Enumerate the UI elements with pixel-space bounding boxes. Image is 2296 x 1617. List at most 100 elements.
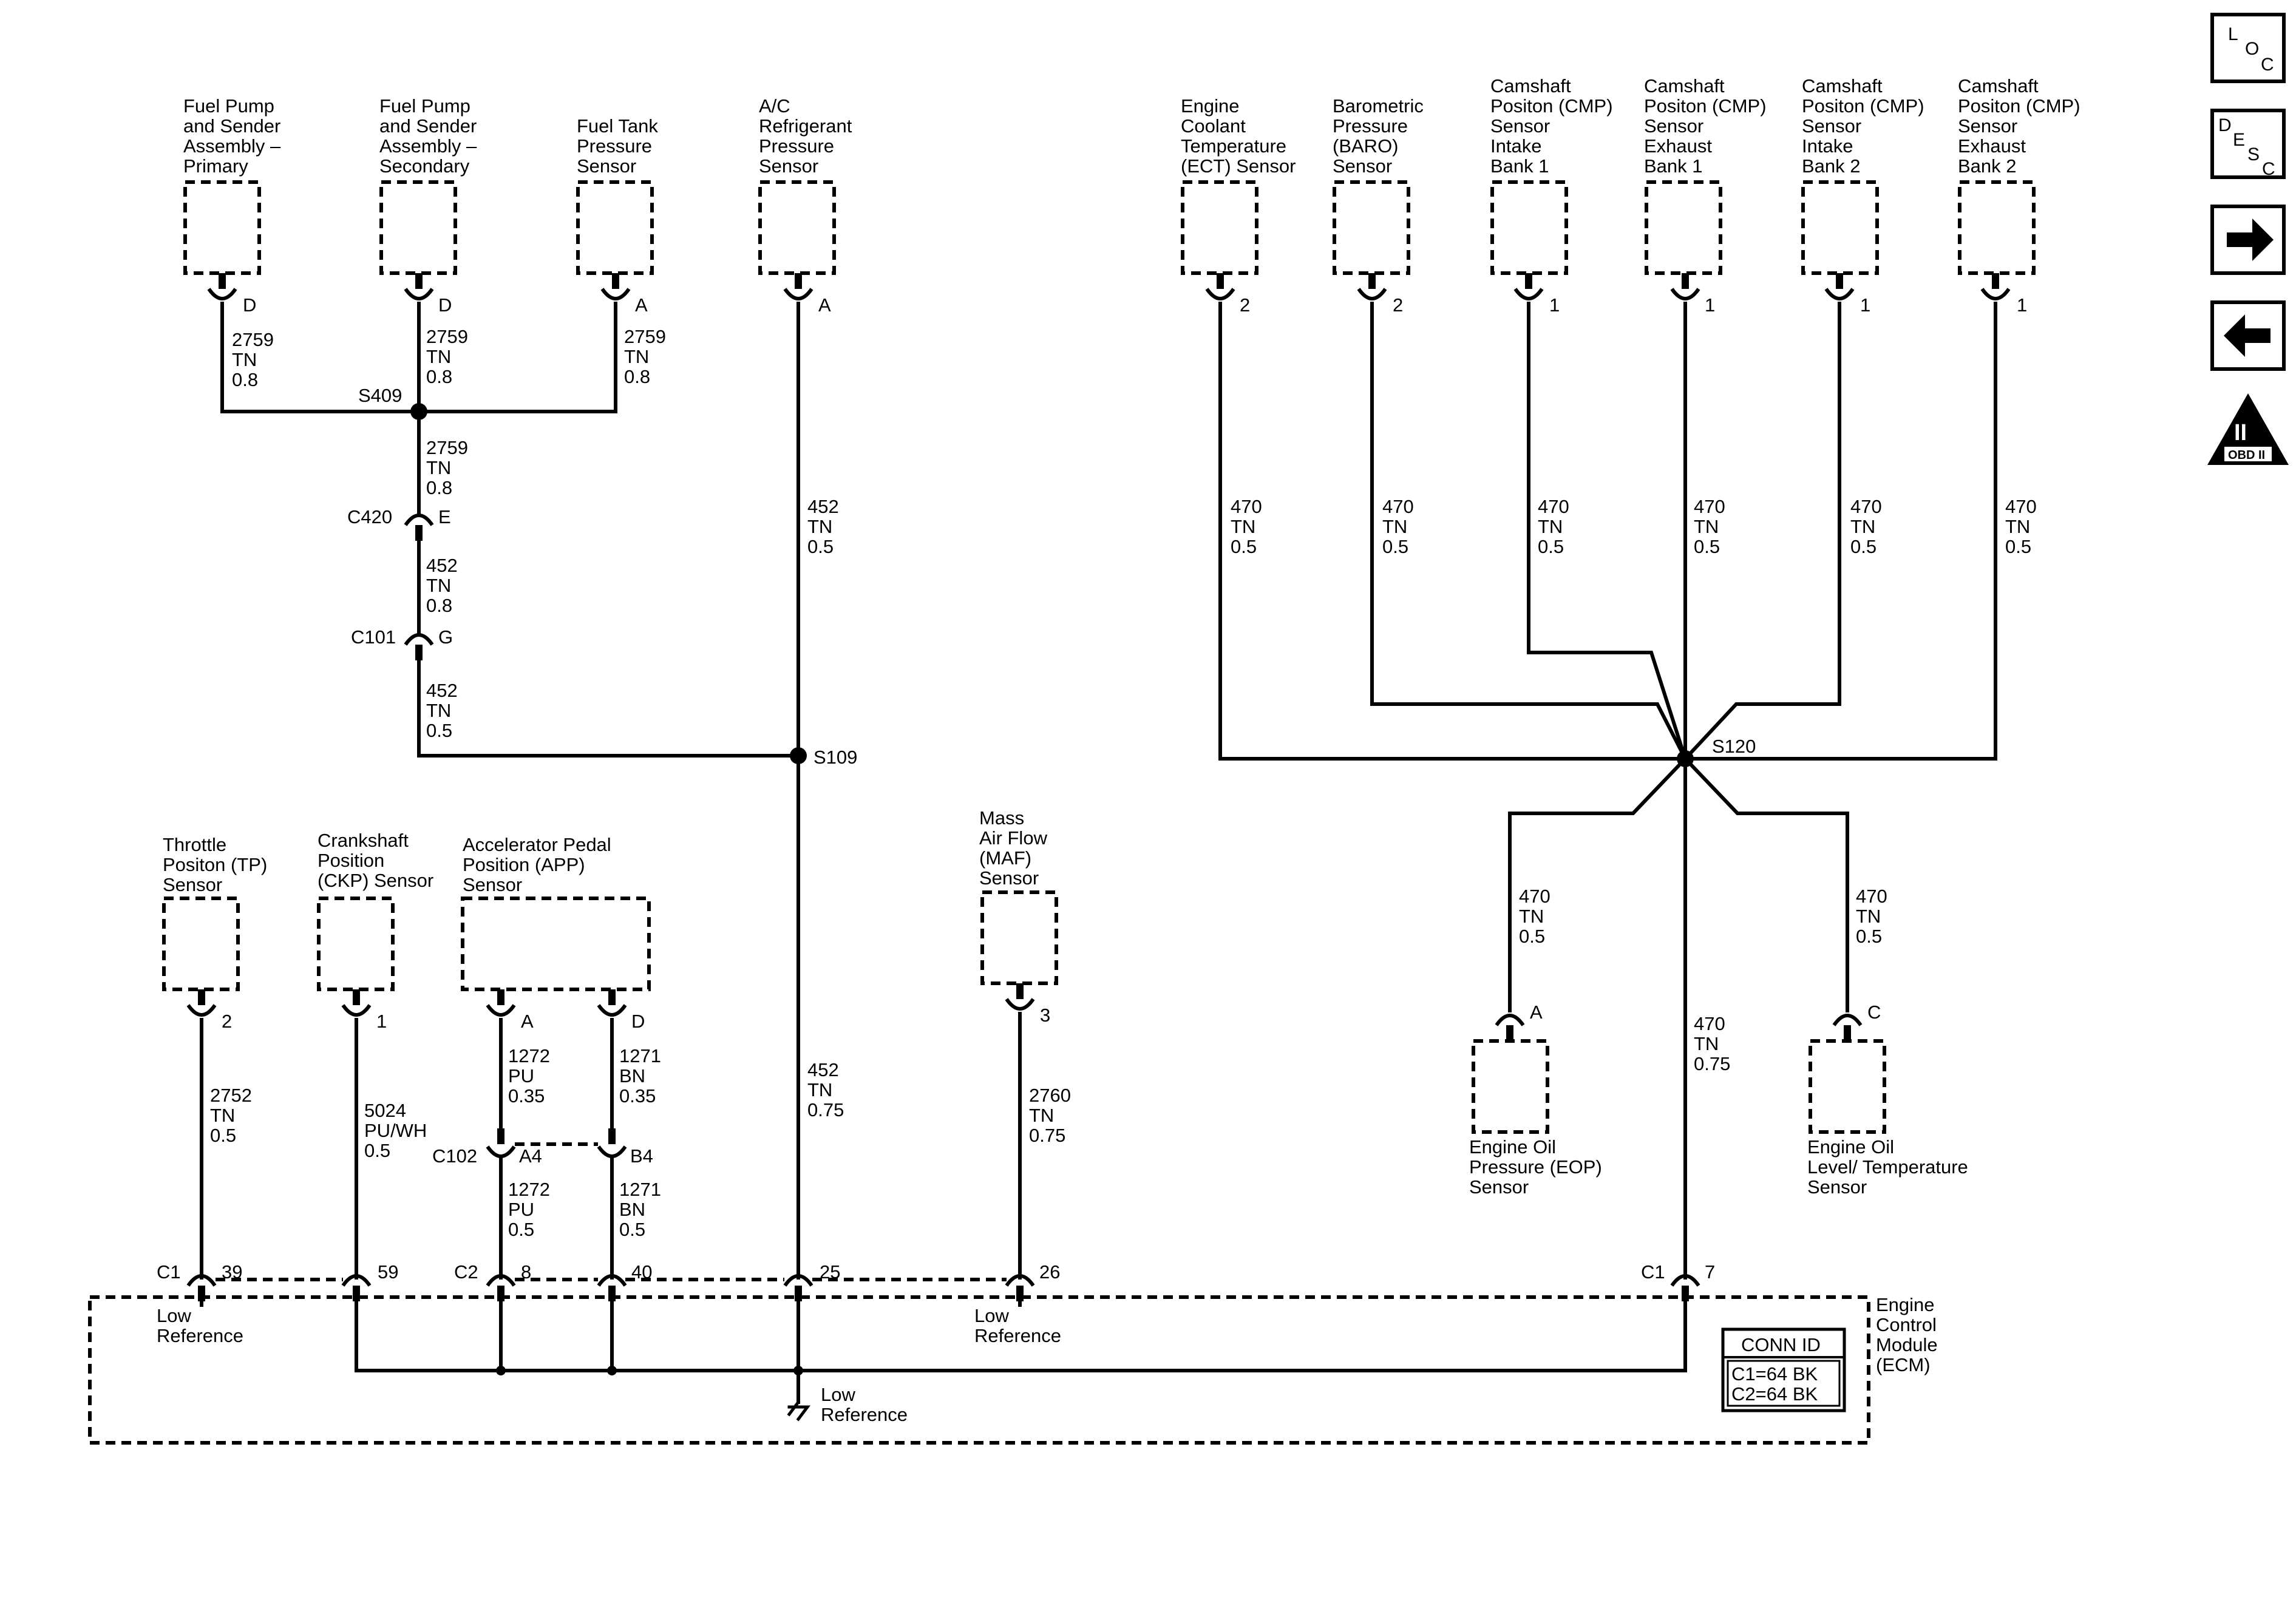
prev-arrow-button[interactable]: [2210, 300, 2286, 371]
svg-text:TN: TN: [1231, 516, 1255, 537]
svg-text:Exhaust: Exhaust: [1644, 135, 1712, 157]
svg-text:A: A: [1530, 1002, 1543, 1023]
svg-text:Air Flow: Air Flow: [979, 827, 1048, 849]
svg-text:1271: 1271: [619, 1179, 661, 1200]
svg-text:TN: TN: [1694, 1033, 1719, 1054]
svg-text:PU: PU: [508, 1199, 534, 1220]
svg-text:Sensor: Sensor: [1644, 115, 1703, 137]
svg-text:26: 26: [1039, 1261, 1060, 1283]
svg-text:470: 470: [1694, 496, 1725, 517]
svg-text:Sensor: Sensor: [577, 155, 636, 177]
conn-id-box: CONN ID C1=64 BK C2=64 BK: [1721, 1327, 1846, 1412]
svg-text:Bank 2: Bank 2: [1802, 155, 1861, 177]
splice-s120-dot: [1677, 750, 1694, 767]
svg-text:2759: 2759: [426, 437, 468, 458]
svg-text:0.75: 0.75: [1029, 1125, 1065, 1146]
svg-text:Crankshaft: Crankshaft: [318, 830, 409, 851]
splice-s409-dot: [410, 403, 427, 420]
desc-button[interactable]: D E S C: [2210, 109, 2286, 179]
label-eol-sensor: Engine Oil Level/ Temperature Sensor: [1807, 1136, 1968, 1198]
fuel-tank-sensor-box: [576, 180, 654, 275]
svg-text:1: 1: [1705, 294, 1715, 316]
svg-text:TN: TN: [426, 457, 451, 478]
svg-text:D: D: [2218, 115, 2232, 135]
svg-text:Module: Module: [1876, 1334, 1938, 1355]
svg-text:C1: C1: [157, 1261, 181, 1283]
svg-text:C102: C102: [432, 1145, 477, 1167]
svg-text:1272: 1272: [508, 1045, 550, 1066]
label-ac-refrigerant-sensor: A/C Refrigerant Pressure Sensor: [759, 95, 852, 177]
svg-text:2759: 2759: [232, 329, 274, 350]
svg-text:Positon (CMP): Positon (CMP): [1958, 95, 2080, 117]
obd-ii-button[interactable]: II OBD II: [2207, 393, 2289, 465]
svg-text:TN: TN: [2005, 516, 2030, 537]
label-cmp-intake-bank2: Camshaft Positon (CMP) Sensor Intake Ban…: [1802, 75, 1924, 177]
svg-text:Pressure: Pressure: [577, 135, 652, 157]
app-sensor-box: [461, 897, 651, 991]
label-fuel-pump-secondary: Fuel Pump and Sender Assembly – Secondar…: [379, 95, 477, 177]
svg-text:1271: 1271: [619, 1045, 661, 1066]
label-ecm: Engine Control Module (ECM): [1876, 1294, 1938, 1375]
svg-text:0.5: 0.5: [1850, 536, 1877, 557]
svg-text:S120: S120: [1712, 736, 1756, 757]
svg-text:1272: 1272: [508, 1179, 550, 1200]
svg-text:2: 2: [222, 1011, 232, 1032]
next-arrow-button[interactable]: [2210, 205, 2286, 275]
svg-text:E: E: [2233, 130, 2245, 150]
svg-text:Secondary: Secondary: [379, 155, 470, 177]
svg-text:0.5: 0.5: [1231, 536, 1257, 557]
svg-text:L: L: [2228, 24, 2238, 44]
svg-text:Sensor: Sensor: [1469, 1176, 1529, 1198]
svg-text:0.5: 0.5: [1538, 536, 1564, 557]
svg-text:Low: Low: [821, 1384, 855, 1405]
svg-text:Intake: Intake: [1490, 135, 1541, 157]
svg-text:TN: TN: [1694, 516, 1719, 537]
svg-text:Sensor: Sensor: [1958, 115, 2017, 137]
svg-text:470: 470: [2005, 496, 2037, 517]
svg-text:TN: TN: [1850, 516, 1875, 537]
svg-text:452: 452: [807, 496, 839, 517]
svg-text:1: 1: [376, 1011, 387, 1032]
cmp-exhaust-b2-box: [1958, 180, 2036, 275]
label-tp-sensor: Throttle Positon (TP) Sensor: [163, 834, 267, 895]
svg-text:1: 1: [1549, 294, 1560, 316]
eop-sensor-box: [1472, 1039, 1549, 1134]
svg-text:TN: TN: [807, 1079, 832, 1100]
svg-text:Engine Oil: Engine Oil: [1469, 1136, 1556, 1158]
svg-text:Sensor: Sensor: [163, 874, 222, 895]
ac-sensor-box: [758, 180, 836, 275]
cmp-intake-b2-box: [1801, 180, 1879, 275]
label-baro-sensor: Barometric Pressure (BARO) Sensor: [1333, 95, 1424, 177]
svg-text:C2: C2: [454, 1261, 478, 1283]
loc-button[interactable]: L O C: [2210, 13, 2286, 83]
svg-text:C1: C1: [1641, 1261, 1665, 1283]
svg-text:TN: TN: [426, 346, 451, 367]
arrow-left-icon: [2224, 314, 2271, 357]
label-cmp-exhaust-bank1: Camshaft Positon (CMP) Sensor Exhaust Ba…: [1644, 75, 1767, 177]
svg-text:0.75: 0.75: [1694, 1053, 1730, 1074]
svg-text:452: 452: [426, 680, 458, 701]
ckp-sensor-box: [317, 897, 395, 991]
svg-text:2760: 2760: [1029, 1085, 1071, 1106]
svg-text:Low: Low: [974, 1305, 1009, 1326]
svg-text:Pressure (EOP): Pressure (EOP): [1469, 1156, 1602, 1178]
conn-id-line: C2=64 BK: [1731, 1383, 1818, 1405]
svg-text:Position (APP): Position (APP): [463, 854, 585, 875]
svg-text:B4: B4: [630, 1145, 653, 1167]
svg-text:D: D: [438, 294, 452, 316]
label-fuel-tank-pressure-sensor: Fuel Tank Pressure Sensor: [577, 115, 658, 177]
ecm-junction-dot: [607, 1366, 617, 1375]
ground-icon: [787, 1400, 810, 1422]
svg-text:2752: 2752: [210, 1085, 252, 1106]
svg-text:II: II: [2234, 420, 2247, 446]
svg-text:0.5: 0.5: [2005, 536, 2031, 557]
svg-text:470: 470: [1694, 1013, 1725, 1034]
pin-labels: D D A A 2 2 1 1 1 1 2 1 A D 3 A C A4 B4 …: [222, 294, 2027, 1283]
